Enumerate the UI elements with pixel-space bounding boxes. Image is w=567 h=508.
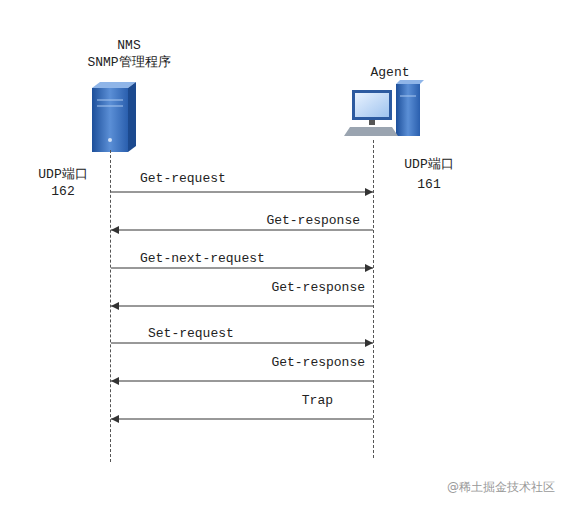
message-arrow [111,381,373,382]
port-label: UDP端口 162 [33,166,93,200]
message-arrow [111,192,373,193]
message-label: Trap [302,393,333,409]
message-arrow [111,419,373,420]
server-icon [92,82,136,152]
message-label: Get-response [271,280,365,296]
message-label: Get-response [266,213,360,229]
message-label: Set-request [148,326,234,342]
port-label: UDP端口 161 [399,155,459,195]
message-arrow [111,306,373,307]
watermark: @稀土掘金技术社区 [447,479,555,496]
message-arrow [111,268,373,269]
message-arrow [111,230,373,231]
node-title: Agent [360,64,420,81]
message-arrow [111,343,373,344]
message-label: Get-request [140,171,226,187]
node-title: NMS SNMP管理程序 [74,37,184,71]
lifeline-node: NMS SNMP管理程序UDP端口 162 [110,150,111,462]
lifeline-node: AgentUDP端口 161 [373,140,374,458]
message-label: Get-response [271,355,365,371]
computer-icon [344,80,424,136]
message-label: Get-next-request [140,251,265,267]
